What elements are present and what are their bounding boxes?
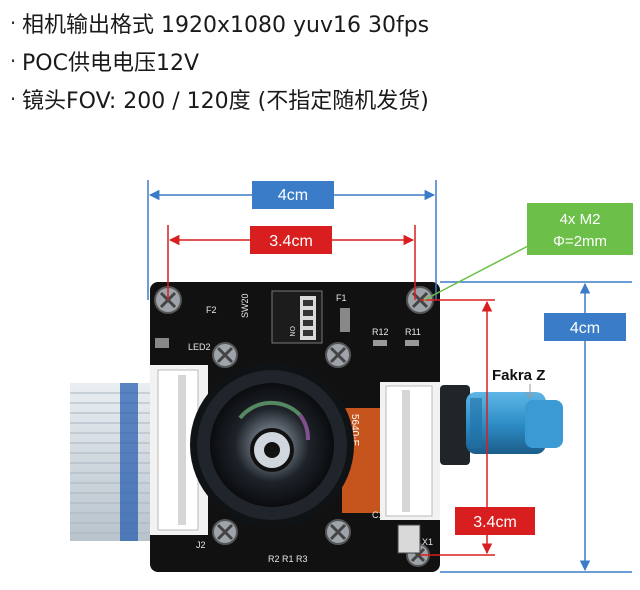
spec-text: 镜头FOV: 200 / 120度 (不指定随机发货) (22, 89, 429, 114)
silk-led: LED2 (188, 342, 211, 352)
resistor (373, 340, 387, 346)
dimension-width-outer: 4cm (147, 180, 437, 300)
bullet: · (9, 11, 17, 35)
height-outer-label: 4cm (570, 320, 600, 337)
spec-poc-voltage: · POC供电电压12V (4, 42, 429, 80)
silk-switch: SW20 (240, 293, 250, 318)
dip-on-label: ON (288, 326, 296, 337)
spec-text: POC供电电压12V (22, 51, 199, 76)
mounting-screw (325, 519, 351, 545)
resistor (405, 340, 419, 346)
silk-resistors: R2 R1 R3 (268, 554, 308, 564)
spec-text: 相机输出格式 1920x1080 yuv16 30fps (22, 13, 430, 38)
fakra-connector (440, 385, 563, 465)
mount-hole-line2: Φ=2mm (553, 233, 607, 250)
led (155, 338, 169, 348)
silk-r11: R11 (405, 327, 421, 337)
mount-hole-line1: 4x M2 (560, 211, 601, 228)
width-outer-label: 4cm (278, 187, 308, 204)
silk-r12: R12 (372, 327, 389, 337)
silk-f2: F2 (206, 305, 217, 315)
fakra-callout: Fakra Z (492, 367, 545, 399)
silk-j2: J2 (196, 540, 206, 550)
dip-switch: ON (271, 290, 323, 344)
bullet: · (9, 87, 17, 111)
dimension-height-hole: 3.4cm (420, 299, 535, 556)
dimension-width-hole: 3.4cm (167, 225, 416, 300)
connector-right (380, 382, 440, 520)
crystal-x1 (397, 524, 421, 554)
fakra-label: Fakra Z (492, 367, 545, 384)
mounting-screw (212, 342, 238, 368)
spec-list: · 相机输出格式 1920x1080 yuv16 30fps · POC供电电压… (4, 4, 429, 118)
spec-lens-fov: · 镜头FOV: 200 / 120度 (不指定随机发货) (4, 80, 429, 118)
mount-hole-callout: 4x M2 Φ=2mm (423, 203, 633, 301)
fuse (340, 308, 350, 332)
ribbon-cable (70, 383, 156, 541)
mounting-screw (325, 342, 351, 368)
width-hole-label: 3.4cm (269, 233, 313, 250)
bullet: · (9, 49, 17, 73)
spec-output-format: · 相机输出格式 1920x1080 yuv16 30fps (4, 4, 429, 42)
mounting-screw (212, 519, 238, 545)
sensor-label: 5640-E (349, 414, 360, 447)
silk-c1: C1 (372, 510, 384, 520)
dimension-height-outer: 4cm (440, 281, 632, 573)
camera-lens (190, 363, 354, 527)
silk-x1: X1 (422, 537, 433, 547)
height-hole-label: 3.4cm (473, 514, 517, 531)
silk-f1: F1 (336, 293, 347, 303)
